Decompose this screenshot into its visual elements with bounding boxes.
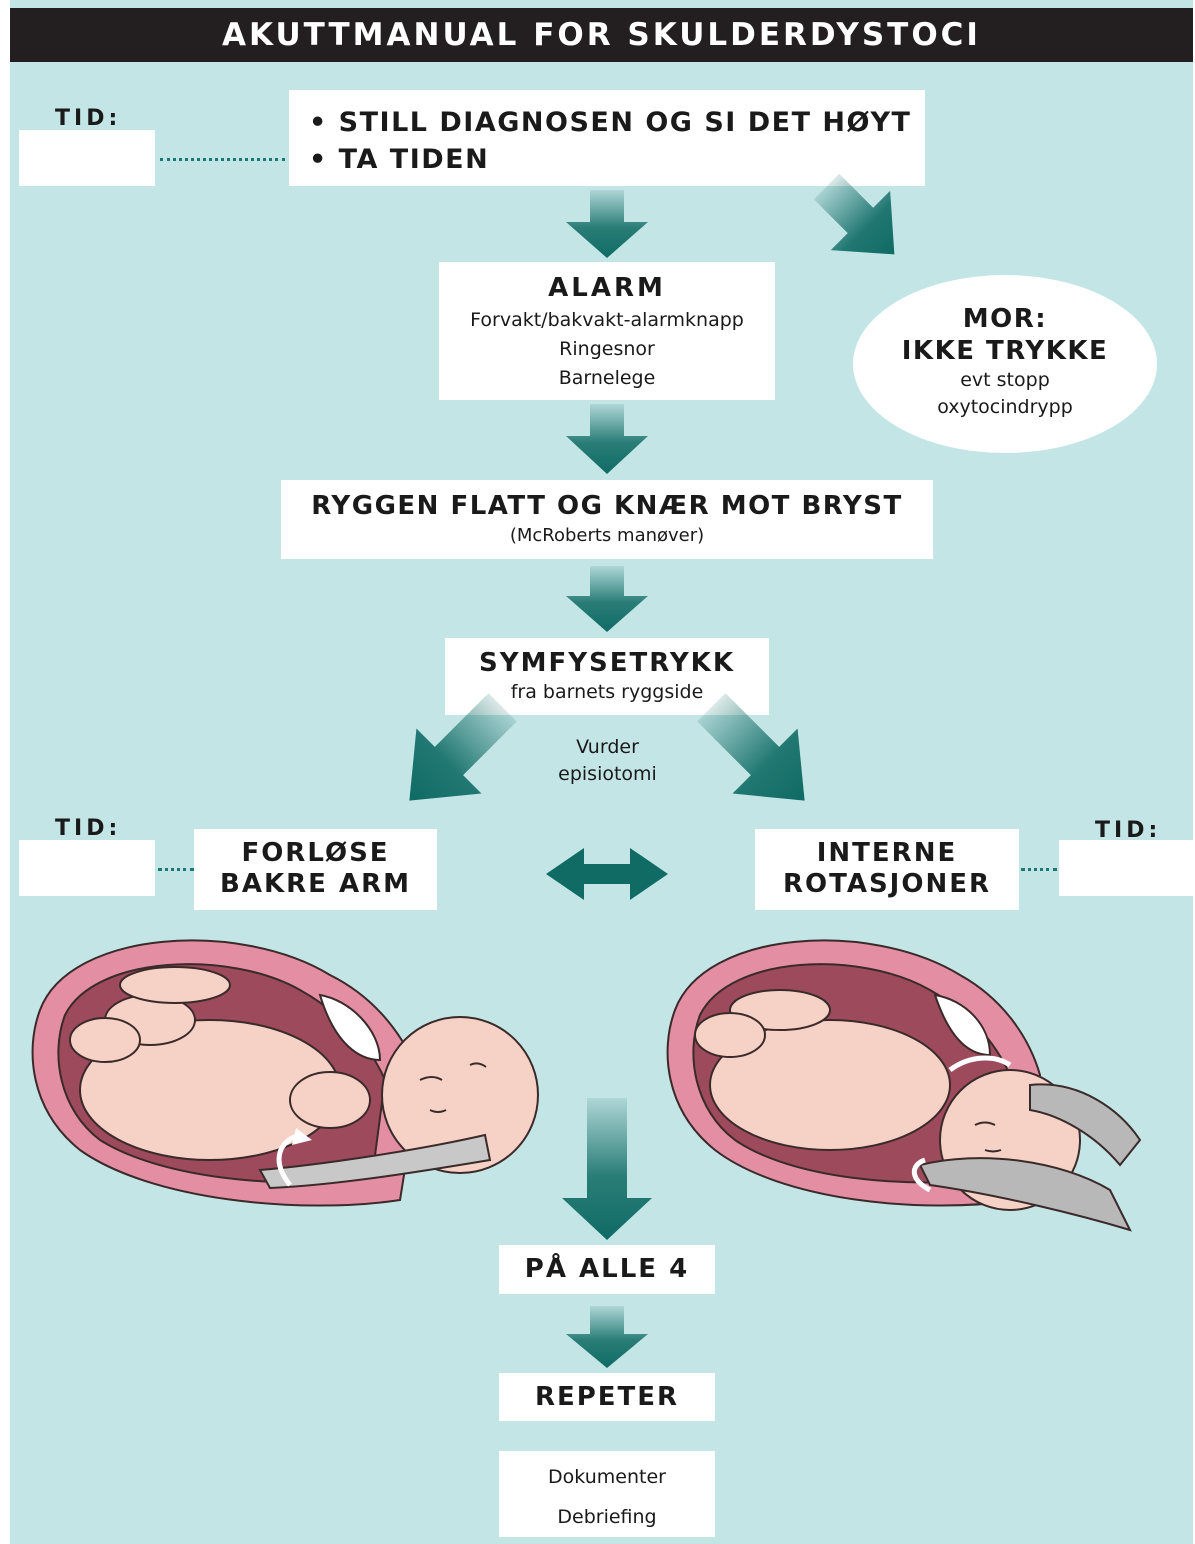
arrow-to-mother: [797, 157, 924, 284]
double-arrow: [546, 848, 668, 900]
internal-rotation-illustration: [668, 940, 1140, 1230]
arrow-down-2: [566, 404, 648, 474]
arrow-down-3: [566, 566, 648, 632]
arrow-down-repeter: [566, 1306, 648, 1368]
arrow-to-interne: [679, 675, 837, 833]
arrow-down-1: [566, 190, 648, 258]
posterior-arm-delivery-illustration: [33, 940, 538, 1205]
arrow-down-big: [562, 1098, 652, 1240]
arrow-to-bakre-arm: [377, 675, 535, 833]
